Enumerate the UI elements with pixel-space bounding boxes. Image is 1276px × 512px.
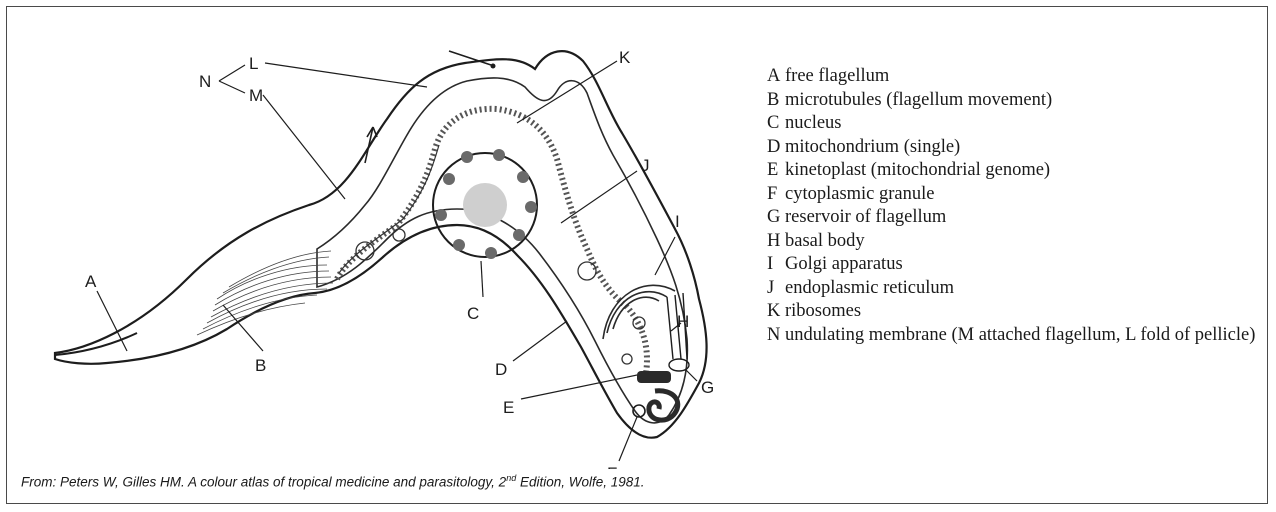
basal-body	[667, 293, 689, 371]
golgi-apparatus	[603, 285, 675, 339]
kinetoplast	[637, 371, 678, 420]
legend-description: undulating membrane (M attached flagellu…	[785, 324, 1276, 348]
label-K: K	[619, 48, 631, 67]
legend-description: mitochondrium (single)	[785, 136, 1276, 160]
legend-description: free flagellum	[785, 65, 1276, 89]
label-A: A	[85, 272, 97, 291]
legend-key: B	[767, 89, 785, 113]
legend-description: kinetoplast (mitochondrial genome)	[785, 159, 1276, 183]
label-E: E	[503, 398, 514, 417]
legend-description: nucleus	[785, 112, 1276, 136]
label-D: D	[495, 360, 507, 379]
legend-key: H	[767, 230, 785, 254]
legend-key: K	[767, 300, 785, 324]
label-F: F	[607, 464, 617, 469]
legend-description: basal body	[785, 230, 1276, 254]
caption-text-end: Edition, Wolfe, 1981.	[516, 475, 644, 490]
label-I: I	[675, 212, 680, 231]
legend-key: I	[767, 253, 785, 277]
legend-key: C	[767, 112, 785, 136]
source-caption: From: Peters W, Gilles HM. A colour atla…	[21, 473, 645, 490]
label-N: N	[199, 72, 211, 91]
legend-key: J	[767, 277, 785, 301]
mitochondrion	[337, 109, 647, 379]
legend-description: microtubules (flagellum movement)	[785, 89, 1276, 113]
legend-description: reservoir of flagellum	[785, 206, 1276, 230]
label-C: C	[467, 304, 479, 323]
legend-description: Golgi apparatus	[785, 253, 1276, 277]
legend-description: cytoplasmic granule	[785, 183, 1276, 207]
legend-key: F	[767, 183, 785, 207]
legend-key: N	[767, 324, 785, 348]
label-B: B	[255, 356, 266, 375]
legend-key: G	[767, 206, 785, 230]
label-H: H	[677, 312, 689, 331]
label-J: J	[641, 156, 650, 175]
label-G: G	[701, 378, 714, 397]
legend-description: endoplasmic reticulum	[785, 277, 1276, 301]
label-L: L	[249, 54, 258, 73]
caption-text: From: Peters W, Gilles HM. A colour atla…	[21, 475, 506, 490]
label-M: M	[249, 86, 263, 105]
legend-description: ribosomes	[785, 300, 1276, 324]
trypanosome-diagram: N L M A B C D E F G H I J K	[47, 29, 727, 469]
caption-superscript: nd	[506, 473, 516, 483]
legend-key: D	[767, 136, 785, 160]
legend-key: E	[767, 159, 785, 183]
legend-key: A	[767, 65, 785, 89]
